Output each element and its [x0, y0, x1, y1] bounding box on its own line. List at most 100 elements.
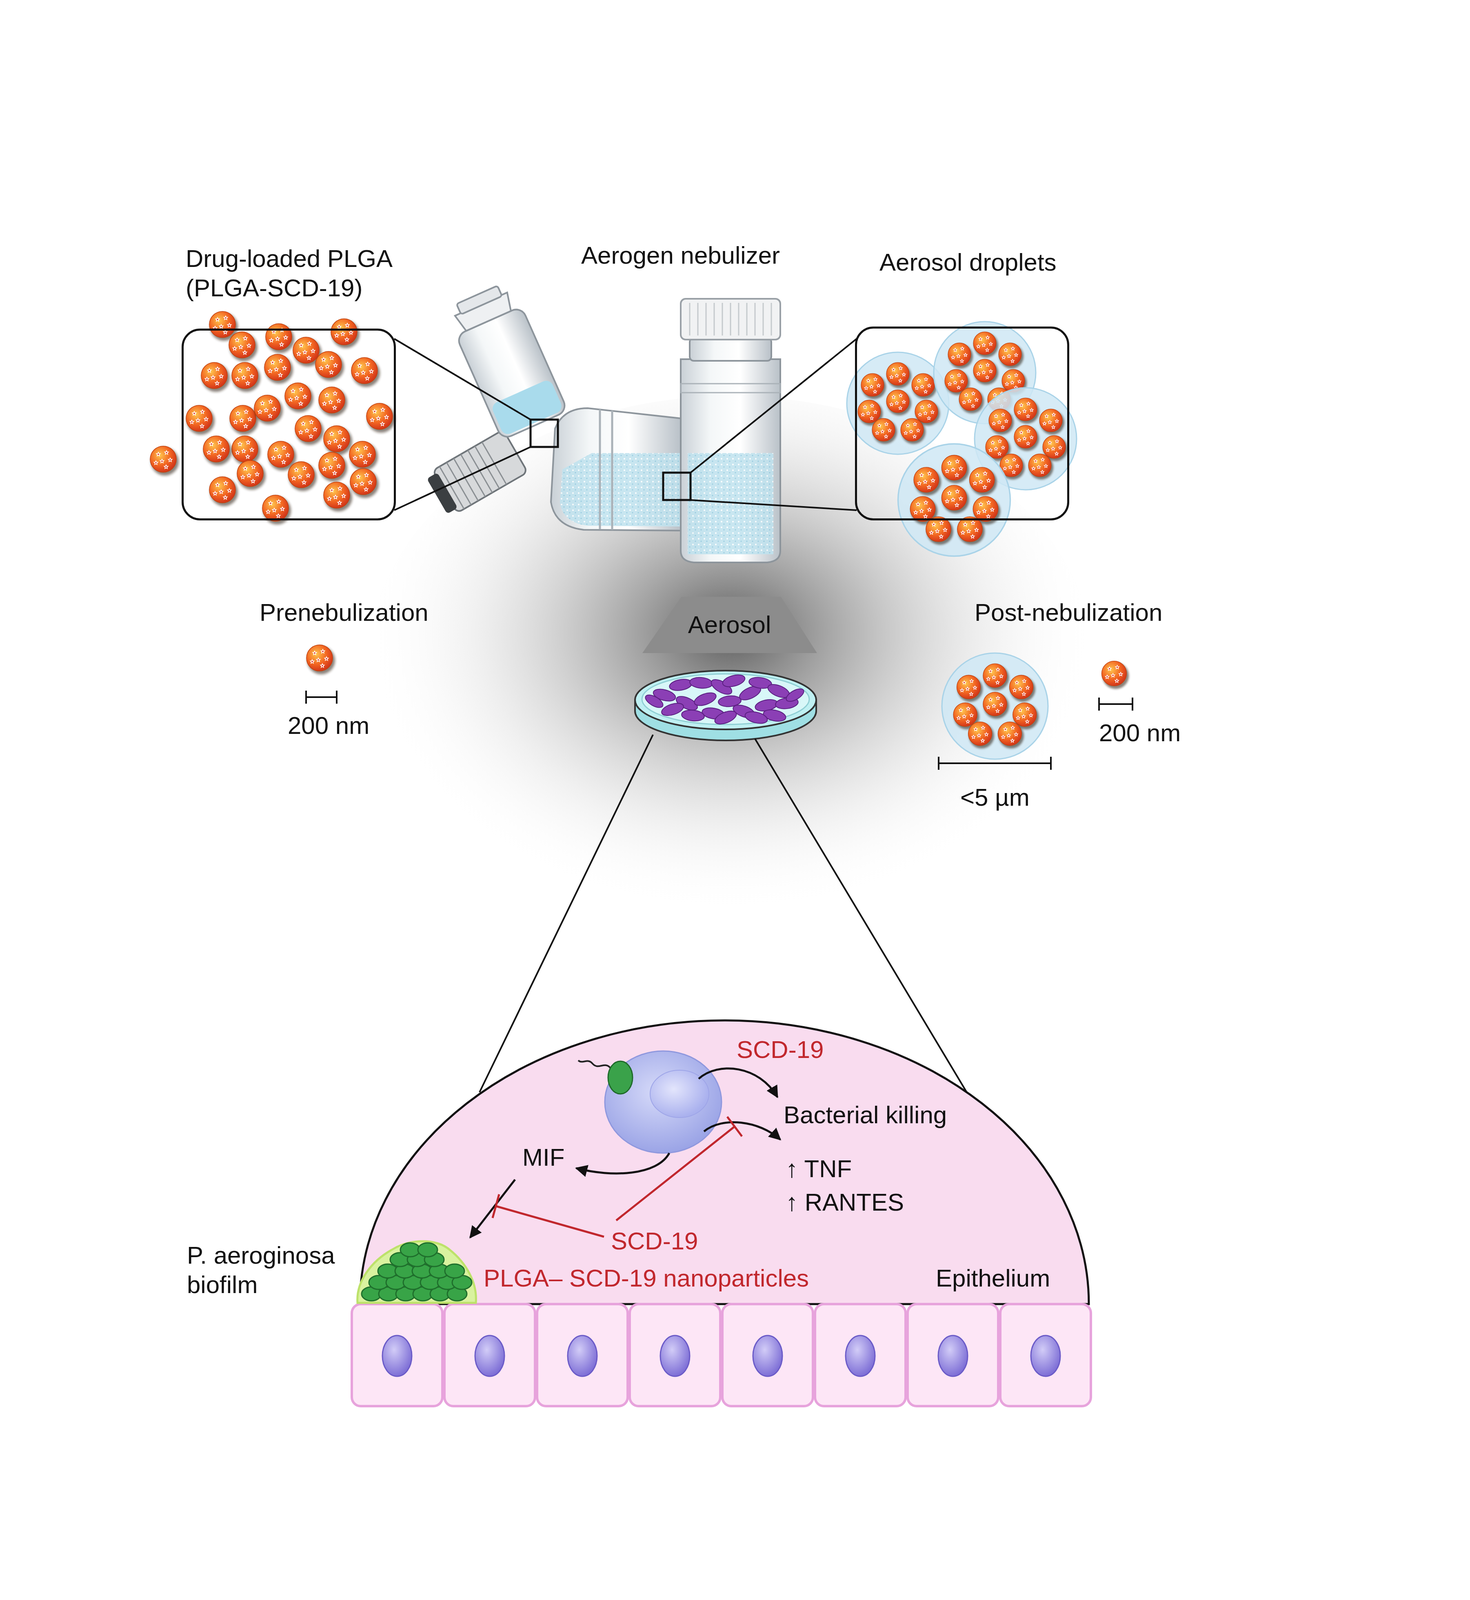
petri-dish	[692, 690, 718, 709]
biofilm-label: P. aeroginosa biofilm	[186, 1240, 351, 1300]
nebulizer-photo	[680, 298, 781, 340]
part-name: Aerogen nebulizer	[581, 240, 780, 271]
nanoparticles	[350, 468, 379, 498]
scale-bar	[306, 690, 337, 704]
zoom-markers	[663, 472, 691, 500]
inhibition-lines	[616, 1116, 742, 1221]
nanoparticles	[323, 481, 353, 512]
label-slot: Bacterial killing	[783, 1100, 947, 1130]
alveolus-dome	[359, 1020, 1089, 1304]
label-slot: 200 nm	[287, 710, 370, 741]
epithelium-cells	[629, 1303, 721, 1406]
macrophage	[578, 1050, 722, 1153]
epithelium-cells	[475, 1335, 505, 1377]
label-slot: SCD-19	[736, 1034, 824, 1065]
trapezoid-fill	[642, 596, 818, 653]
nanoparticles	[237, 460, 266, 490]
bacterium	[400, 1242, 420, 1257]
epithelium-cells	[660, 1335, 690, 1377]
epithelium-cells	[382, 1335, 412, 1377]
heading-slot: Aerosol droplets	[879, 247, 1133, 278]
zoom-markers	[394, 338, 531, 511]
epithelium-cells	[722, 1303, 813, 1406]
heading-slot: P. aeroginosa biofilm	[186, 1240, 351, 1300]
aerosol-droplets	[846, 321, 1077, 557]
nanoparticles	[351, 357, 380, 387]
inset-box: Aerosol droplets	[854, 326, 1070, 521]
petri-dish	[635, 670, 817, 741]
dimension: 200 nm	[287, 710, 370, 741]
nebulizer-photo	[680, 383, 781, 393]
epithelium-cells	[537, 1303, 628, 1406]
label-slot: Post-nebulization	[974, 597, 1163, 628]
scale-bar	[306, 690, 1133, 770]
label-slot: ↑ TNF	[785, 1154, 852, 1184]
nanoparticles	[295, 415, 324, 445]
nebulizer-photo	[599, 409, 613, 530]
nebulizer-photo	[424, 279, 781, 563]
bacterium	[444, 1263, 465, 1278]
petri-dish	[643, 692, 666, 710]
cytokine-label: ↑ RANTES	[785, 1187, 904, 1217]
pathway-arrows	[576, 1152, 670, 1174]
petri-dish	[743, 709, 769, 726]
drug-label: PLGA– SCD-19 nanoparticles	[483, 1263, 809, 1293]
heading-slot: Drug-loaded PLGA (PLGA-SCD-19)	[185, 244, 447, 303]
inset-heading: Aerosol droplets	[879, 247, 1133, 278]
epithelium-cells	[938, 1335, 968, 1377]
petri-dish	[689, 676, 713, 690]
nanoparticles	[349, 441, 378, 471]
label-slot: ↑ RANTES	[785, 1187, 904, 1217]
nebulizer-photo	[689, 302, 772, 336]
size-illustration	[1101, 661, 1130, 689]
label-slot: Prenebulization	[259, 597, 429, 628]
dimension: 200 nm	[1099, 718, 1181, 748]
inhibition-lines	[492, 1116, 742, 1237]
inset-heading: Drug-loaded PLGA (PLGA-SCD-19)	[185, 244, 447, 303]
size-illustration	[306, 644, 336, 675]
nanoparticles	[323, 425, 353, 456]
label-slot: 200 nm	[1099, 718, 1181, 748]
aerosol-glow	[363, 395, 1098, 960]
dimension: <5 µm	[960, 782, 1030, 813]
nanoparticles	[150, 446, 179, 476]
epithelium-cells	[1000, 1303, 1091, 1406]
drug-label: SCD-19	[736, 1034, 824, 1065]
label-slot: Aerogen nebulizer	[581, 240, 780, 271]
nebulizer-photo	[680, 359, 781, 563]
epithelium-cells	[351, 1303, 443, 1406]
nanoparticles	[288, 461, 317, 491]
nebulizer-photo	[689, 337, 772, 361]
nebulizer-photo	[424, 429, 528, 518]
epithelium-cells	[814, 1303, 906, 1406]
epithelium-cells	[351, 1303, 1091, 1406]
nanoparticles	[150, 311, 396, 525]
petri-dish	[635, 670, 817, 730]
nanoparticles	[201, 362, 230, 392]
nanoparticles	[228, 331, 258, 362]
macrophage	[578, 1060, 611, 1069]
cytokine-label: MIF	[522, 1142, 565, 1173]
node-shape	[355, 1232, 478, 1303]
nanoparticles	[231, 362, 261, 392]
epithelium-cells	[1030, 1335, 1061, 1377]
nanoparticles	[209, 476, 238, 507]
pathway-arrows	[470, 1179, 516, 1238]
aerosol-trapezoid: Aerosol	[642, 596, 818, 653]
nanoparticles	[186, 405, 215, 435]
pathway-arrows	[698, 1068, 778, 1097]
petri-dish	[668, 677, 693, 692]
epithelium-cells	[351, 1303, 1091, 1406]
epithelium-cells	[907, 1303, 999, 1406]
nebulizer-photo	[490, 378, 564, 437]
label-slot: SCD-19	[610, 1226, 698, 1256]
label-slot: <5 µm	[960, 782, 1030, 813]
epithelium-cells	[444, 1303, 536, 1406]
pathway-arrows	[703, 1122, 781, 1140]
scale-bar	[1099, 697, 1133, 711]
petri-dish	[721, 672, 747, 689]
nebulizer-photo	[444, 279, 568, 440]
nebulizer-photo	[456, 285, 502, 315]
